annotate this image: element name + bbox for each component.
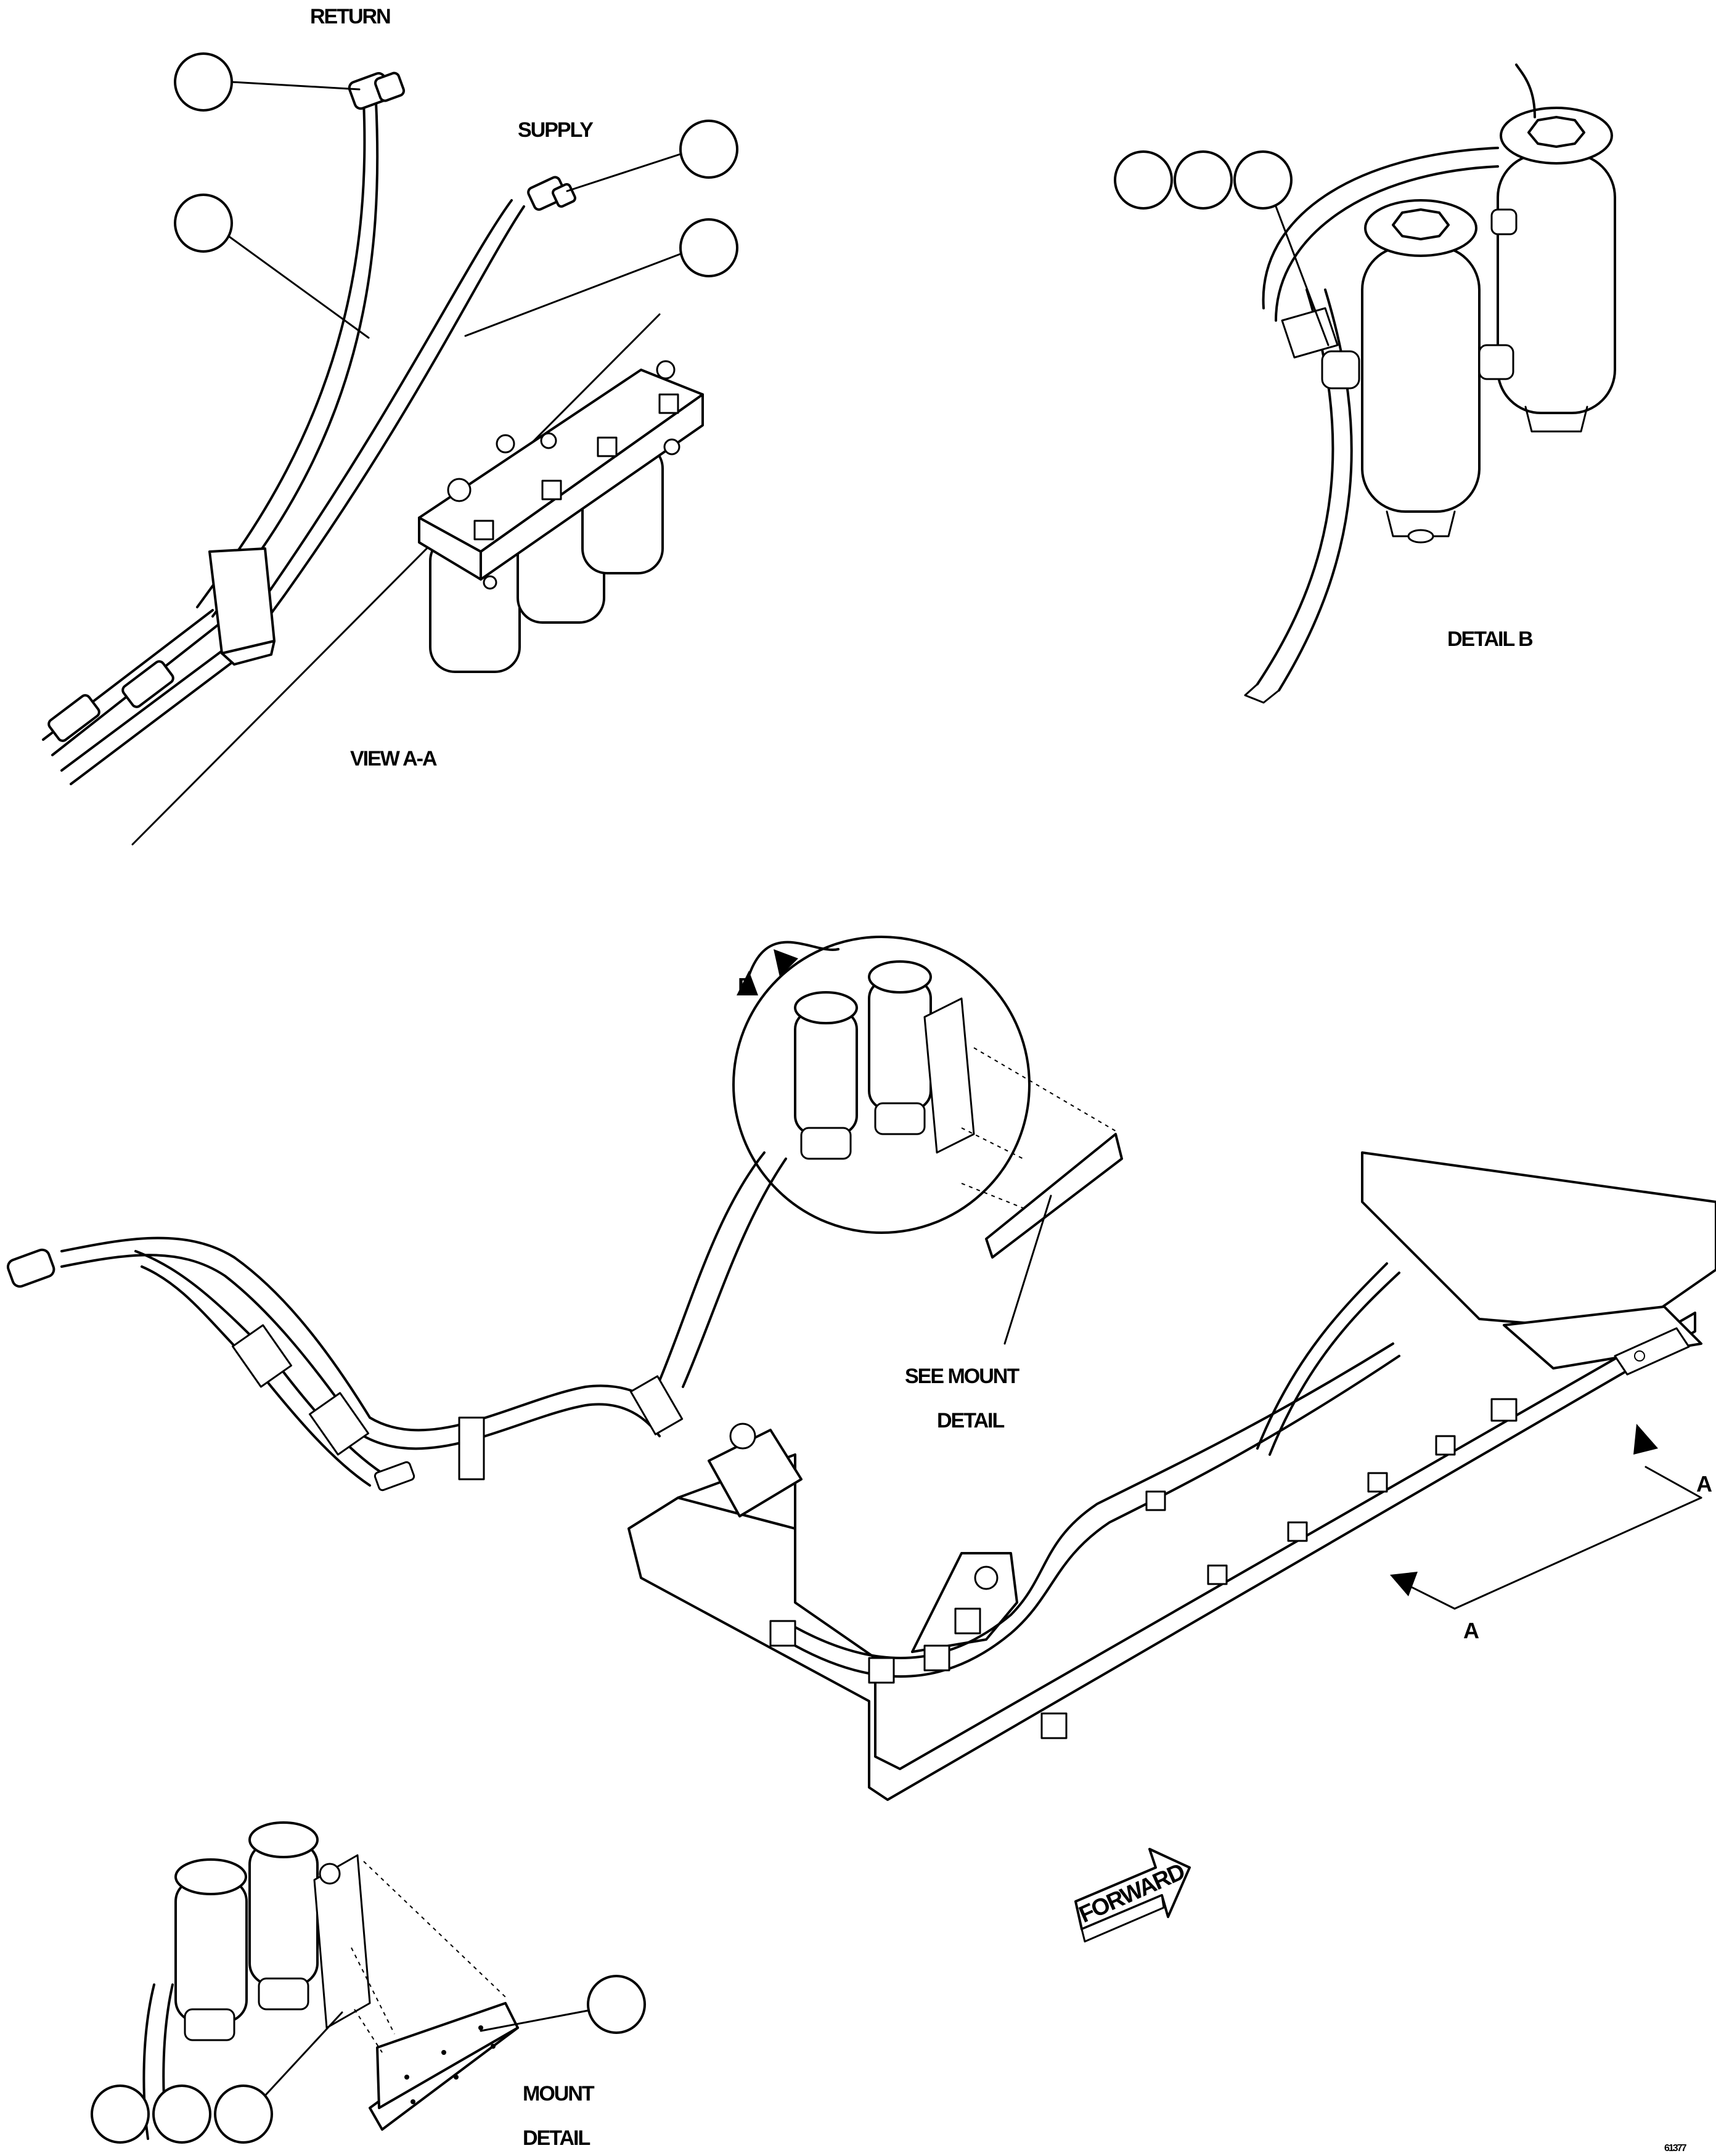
view-aa-label: VIEW A-A [350,747,437,770]
section-a-bottom-label: A [1463,1618,1479,1643]
callout-mount-1 [91,2085,150,2144]
supply-label: SUPPLY [518,118,594,142]
see-mount-label-1: SEE MOUNT [905,1365,1019,1388]
mount-detail: MOUNT DETAIL [91,1821,646,2150]
section-arrow-bottom [1390,1572,1418,1596]
view-aa: RETURN SUPPLY VIEW A-A [42,5,738,846]
forward-arrow: FORWARD [1074,1848,1191,1943]
callout-supply-fitting [679,120,738,179]
mount-label-2: DETAIL [523,2126,590,2150]
return-label: RETURN [310,5,390,28]
mount-label-1: MOUNT [523,2082,595,2105]
section-a-top-label: A [1696,1471,1712,1497]
detail-b-marker: B [738,973,753,998]
callout-return-fitting [174,52,233,112]
callout-mount-3 [214,2085,273,2144]
callout-mount-plate [587,1975,646,2034]
section-arrow-top [1633,1424,1658,1455]
main-assembly: B SEE MOUNT DETAIL [6,936,1716,1801]
callout-supply-hose [679,218,738,277]
sheet-code: 61377 [1664,2143,1687,2154]
callout-detail-b-1 [1114,150,1173,210]
callout-return-hose [174,194,233,253]
callout-mount-2 [152,2085,211,2144]
detail-b-arrow-top [774,949,798,977]
detail-b: DETAIL B [1114,63,1616,704]
callout-detail-b-3 [1233,150,1293,210]
detail-b-label: DETAIL B [1447,627,1533,651]
callout-detail-b-2 [1174,150,1233,210]
see-mount-label-2: DETAIL [937,1409,1004,1432]
detail-b-arrow-left [737,971,758,995]
